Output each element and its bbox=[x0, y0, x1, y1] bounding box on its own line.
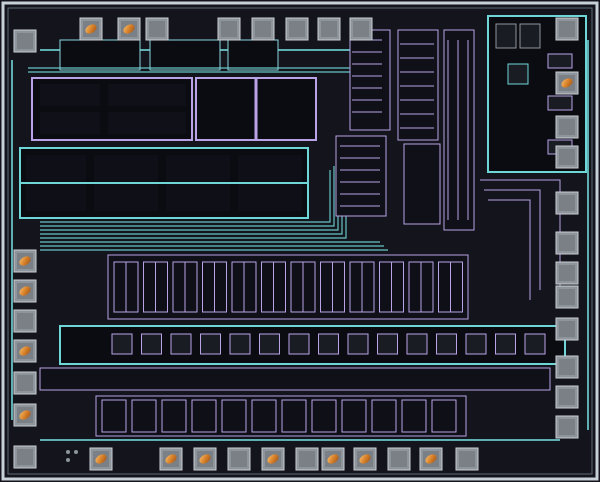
output-cell bbox=[436, 333, 457, 355]
bond-wire-ball bbox=[561, 78, 573, 88]
lower-driver-cell bbox=[101, 399, 127, 433]
output-cell bbox=[406, 333, 428, 355]
output-stage-row bbox=[59, 325, 566, 365]
bond-wire-ball bbox=[95, 454, 107, 464]
bond-pad-inner bbox=[17, 313, 33, 329]
bond-pad-inner bbox=[559, 359, 575, 375]
bond-pad-inner bbox=[353, 21, 369, 37]
bond-pad-inner bbox=[559, 235, 575, 251]
output-cell bbox=[170, 333, 192, 355]
die-marking bbox=[66, 450, 78, 462]
bond-pad-inner bbox=[559, 321, 575, 337]
lower-driver-cell bbox=[311, 399, 337, 433]
bond-pad-inner bbox=[391, 451, 407, 467]
output-cell bbox=[259, 333, 280, 355]
bond-wire-ball bbox=[19, 256, 31, 266]
memory-array-lower bbox=[19, 147, 309, 219]
bond-wire-ball bbox=[327, 454, 339, 464]
bond-pad-inner bbox=[559, 289, 575, 305]
bond-pads bbox=[13, 17, 579, 471]
bond-pad-inner bbox=[221, 21, 237, 37]
bond-pad-inner bbox=[321, 21, 337, 37]
bond-wire-ball bbox=[359, 454, 371, 464]
driver-bank-upper bbox=[107, 254, 469, 320]
bond-pad-inner bbox=[289, 21, 305, 37]
output-cell bbox=[288, 333, 310, 355]
output-cell bbox=[347, 333, 369, 355]
bond-wire-ball bbox=[199, 454, 211, 464]
bond-pad-inner bbox=[559, 119, 575, 135]
output-cell bbox=[141, 333, 162, 355]
output-cell bbox=[495, 333, 516, 355]
lower-driver-cell bbox=[191, 399, 217, 433]
lower-driver-cell bbox=[401, 399, 427, 433]
bond-wire-ball bbox=[85, 24, 97, 34]
output-cell bbox=[465, 333, 487, 355]
driver-bank-lower bbox=[39, 367, 551, 437]
central-logic bbox=[335, 29, 475, 231]
bond-wire-ball bbox=[165, 454, 177, 464]
bond-wire-ball bbox=[19, 410, 31, 420]
bond-pad-inner bbox=[299, 451, 315, 467]
output-cell bbox=[229, 333, 251, 355]
bond-pad-inner bbox=[149, 21, 165, 37]
bond-pad-inner bbox=[231, 451, 247, 467]
output-cell bbox=[200, 333, 221, 355]
lower-driver-cell bbox=[341, 399, 367, 433]
bond-pad-inner bbox=[17, 449, 33, 465]
bond-pad-inner bbox=[255, 21, 271, 37]
bond-wire-ball bbox=[19, 346, 31, 356]
output-cell bbox=[111, 333, 133, 355]
bond-wire-ball bbox=[425, 454, 437, 464]
lower-driver-cell bbox=[161, 399, 187, 433]
lower-driver-cell bbox=[281, 399, 307, 433]
output-cell bbox=[377, 333, 398, 355]
lower-driver-cell bbox=[251, 399, 277, 433]
bond-pad-inner bbox=[559, 265, 575, 281]
lower-driver-cell bbox=[221, 399, 247, 433]
bond-wire-ball bbox=[123, 24, 135, 34]
bond-pad-inner bbox=[559, 195, 575, 211]
lower-driver-cell bbox=[371, 399, 397, 433]
bond-pad-inner bbox=[559, 419, 575, 435]
bond-pad-inner bbox=[559, 389, 575, 405]
memory-array-upper bbox=[31, 39, 317, 141]
bond-wire-ball bbox=[19, 286, 31, 296]
lower-driver-cell bbox=[431, 399, 457, 433]
bond-pad-inner bbox=[17, 375, 33, 391]
bond-pad-inner bbox=[459, 451, 475, 467]
output-cell bbox=[524, 333, 546, 355]
bond-wire-ball bbox=[267, 454, 279, 464]
output-cell bbox=[318, 333, 339, 355]
bond-pad-inner bbox=[559, 149, 575, 165]
lower-driver-cell bbox=[131, 399, 157, 433]
bond-pad-inner bbox=[559, 21, 575, 37]
bond-pad-inner bbox=[17, 33, 33, 49]
